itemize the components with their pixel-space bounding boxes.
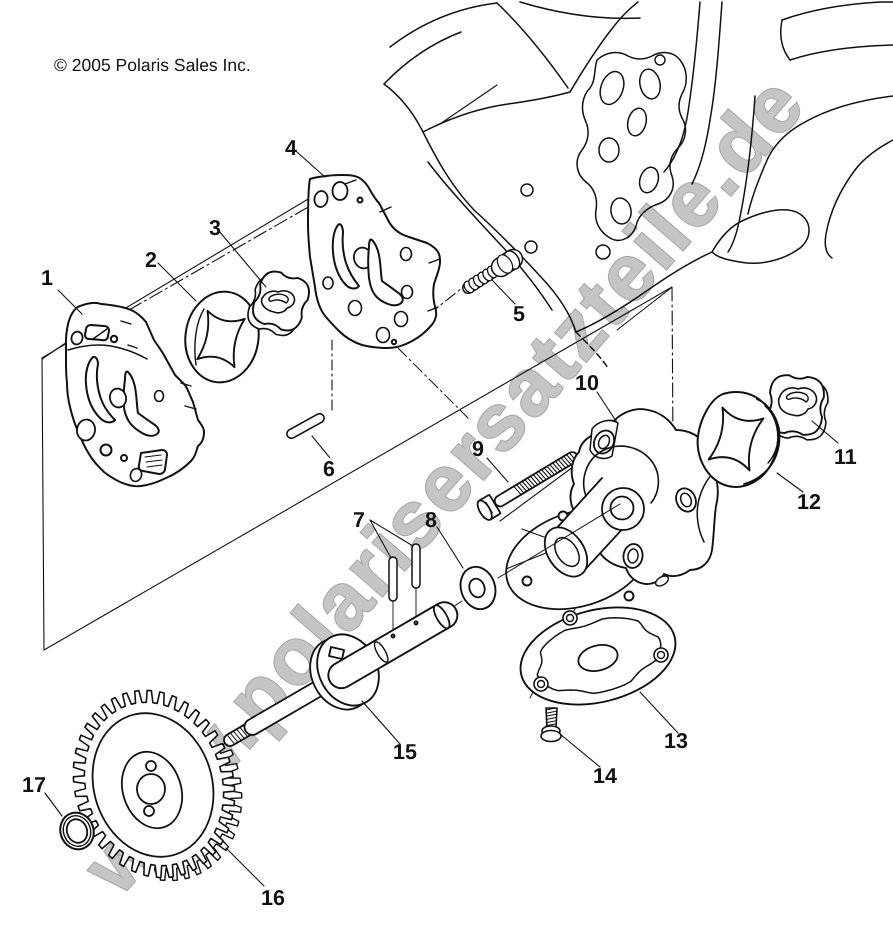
- svg-text:16: 16: [261, 886, 285, 910]
- svg-text:12: 12: [797, 490, 821, 514]
- svg-text:© 2005 Polaris Sales Inc.: © 2005 Polaris Sales Inc.: [54, 55, 251, 75]
- svg-text:8: 8: [425, 508, 437, 532]
- svg-text:6: 6: [323, 457, 335, 481]
- svg-text:14: 14: [593, 764, 617, 788]
- svg-text:10: 10: [575, 371, 599, 395]
- svg-text:9: 9: [472, 437, 484, 461]
- svg-text:5: 5: [513, 302, 525, 326]
- svg-text:4: 4: [285, 136, 297, 160]
- svg-text:2: 2: [145, 248, 157, 272]
- svg-text:1: 1: [41, 266, 53, 290]
- svg-text:13: 13: [664, 729, 688, 753]
- svg-text:7: 7: [353, 508, 365, 532]
- svg-text:11: 11: [834, 445, 857, 469]
- svg-text:3: 3: [209, 216, 221, 240]
- svg-text:17: 17: [22, 773, 46, 797]
- svg-text:15: 15: [393, 740, 417, 764]
